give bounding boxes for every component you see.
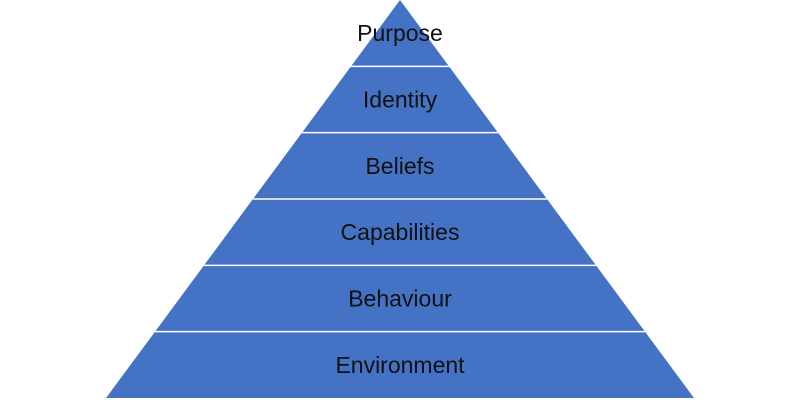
layer-label-identity: Identity bbox=[363, 87, 438, 113]
layer-label-purpose: Purpose bbox=[357, 20, 443, 46]
layer-label-behaviour: Behaviour bbox=[348, 286, 452, 312]
layer-label-capabilities: Capabilities bbox=[341, 219, 460, 245]
layer-label-environment: Environment bbox=[335, 352, 465, 378]
layer-label-beliefs: Beliefs bbox=[365, 153, 434, 179]
